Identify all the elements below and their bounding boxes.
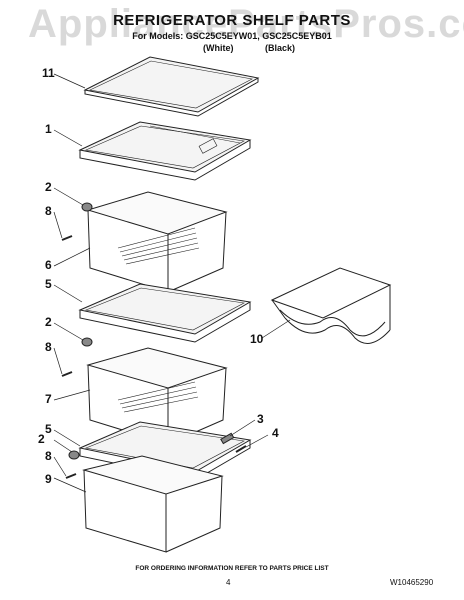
model-subtitle: For Models: GSC25C5EYW01, GSC25C5EYB01 — [132, 31, 332, 41]
callout-8-middle: 8 — [45, 340, 52, 354]
callout-5-upper: 5 — [45, 277, 52, 291]
document-number: W10465290 — [390, 578, 434, 587]
callout-3: 3 — [257, 412, 264, 426]
callout-9: 9 — [45, 472, 52, 486]
callout-4: 4 — [272, 426, 279, 440]
callout-11: 11 — [42, 66, 55, 80]
watermark: AppliancePartsPros.com — [28, 2, 464, 46]
callout-10: 10 — [250, 332, 264, 346]
part-8-screw-lower — [65, 473, 77, 479]
callout-5-lower: 5 — [45, 422, 52, 436]
callout-8-upper: 8 — [45, 204, 52, 218]
part-11-glass-shelf — [83, 56, 260, 117]
variant-black: (Black) — [265, 43, 296, 53]
page-title: REFRIGERATOR SHELF PARTS — [113, 12, 351, 29]
part-6-crisper-drawer — [86, 191, 228, 293]
ordering-note: FOR ORDERING INFORMATION REFER TO PARTS … — [135, 565, 329, 572]
callout-8-lower: 8 — [45, 449, 52, 463]
part-1-shelf — [78, 121, 252, 181]
part-9-drawer — [82, 455, 224, 553]
part-4-pin — [235, 445, 247, 453]
leader-lines — [53, 73, 291, 493]
callout-6: 6 — [45, 258, 52, 272]
callout-2-upper: 2 — [45, 180, 52, 194]
part-8-screw-upper — [61, 235, 73, 241]
part-5-shelf-upper — [78, 283, 252, 343]
part-8-screw-middle — [61, 371, 73, 377]
callout-1: 1 — [45, 122, 52, 136]
callout-2-middle: 2 — [45, 315, 52, 329]
page-number: 4 — [226, 578, 231, 587]
part-2-knob-middle — [81, 337, 93, 347]
callout-7: 7 — [45, 392, 52, 406]
part-10-wine-rack — [270, 267, 392, 344]
part-2-knob-lower — [68, 450, 80, 460]
variant-white: (White) — [203, 43, 234, 53]
callout-2-lower: 2 — [38, 432, 45, 446]
part-2-knob-upper — [81, 202, 93, 212]
